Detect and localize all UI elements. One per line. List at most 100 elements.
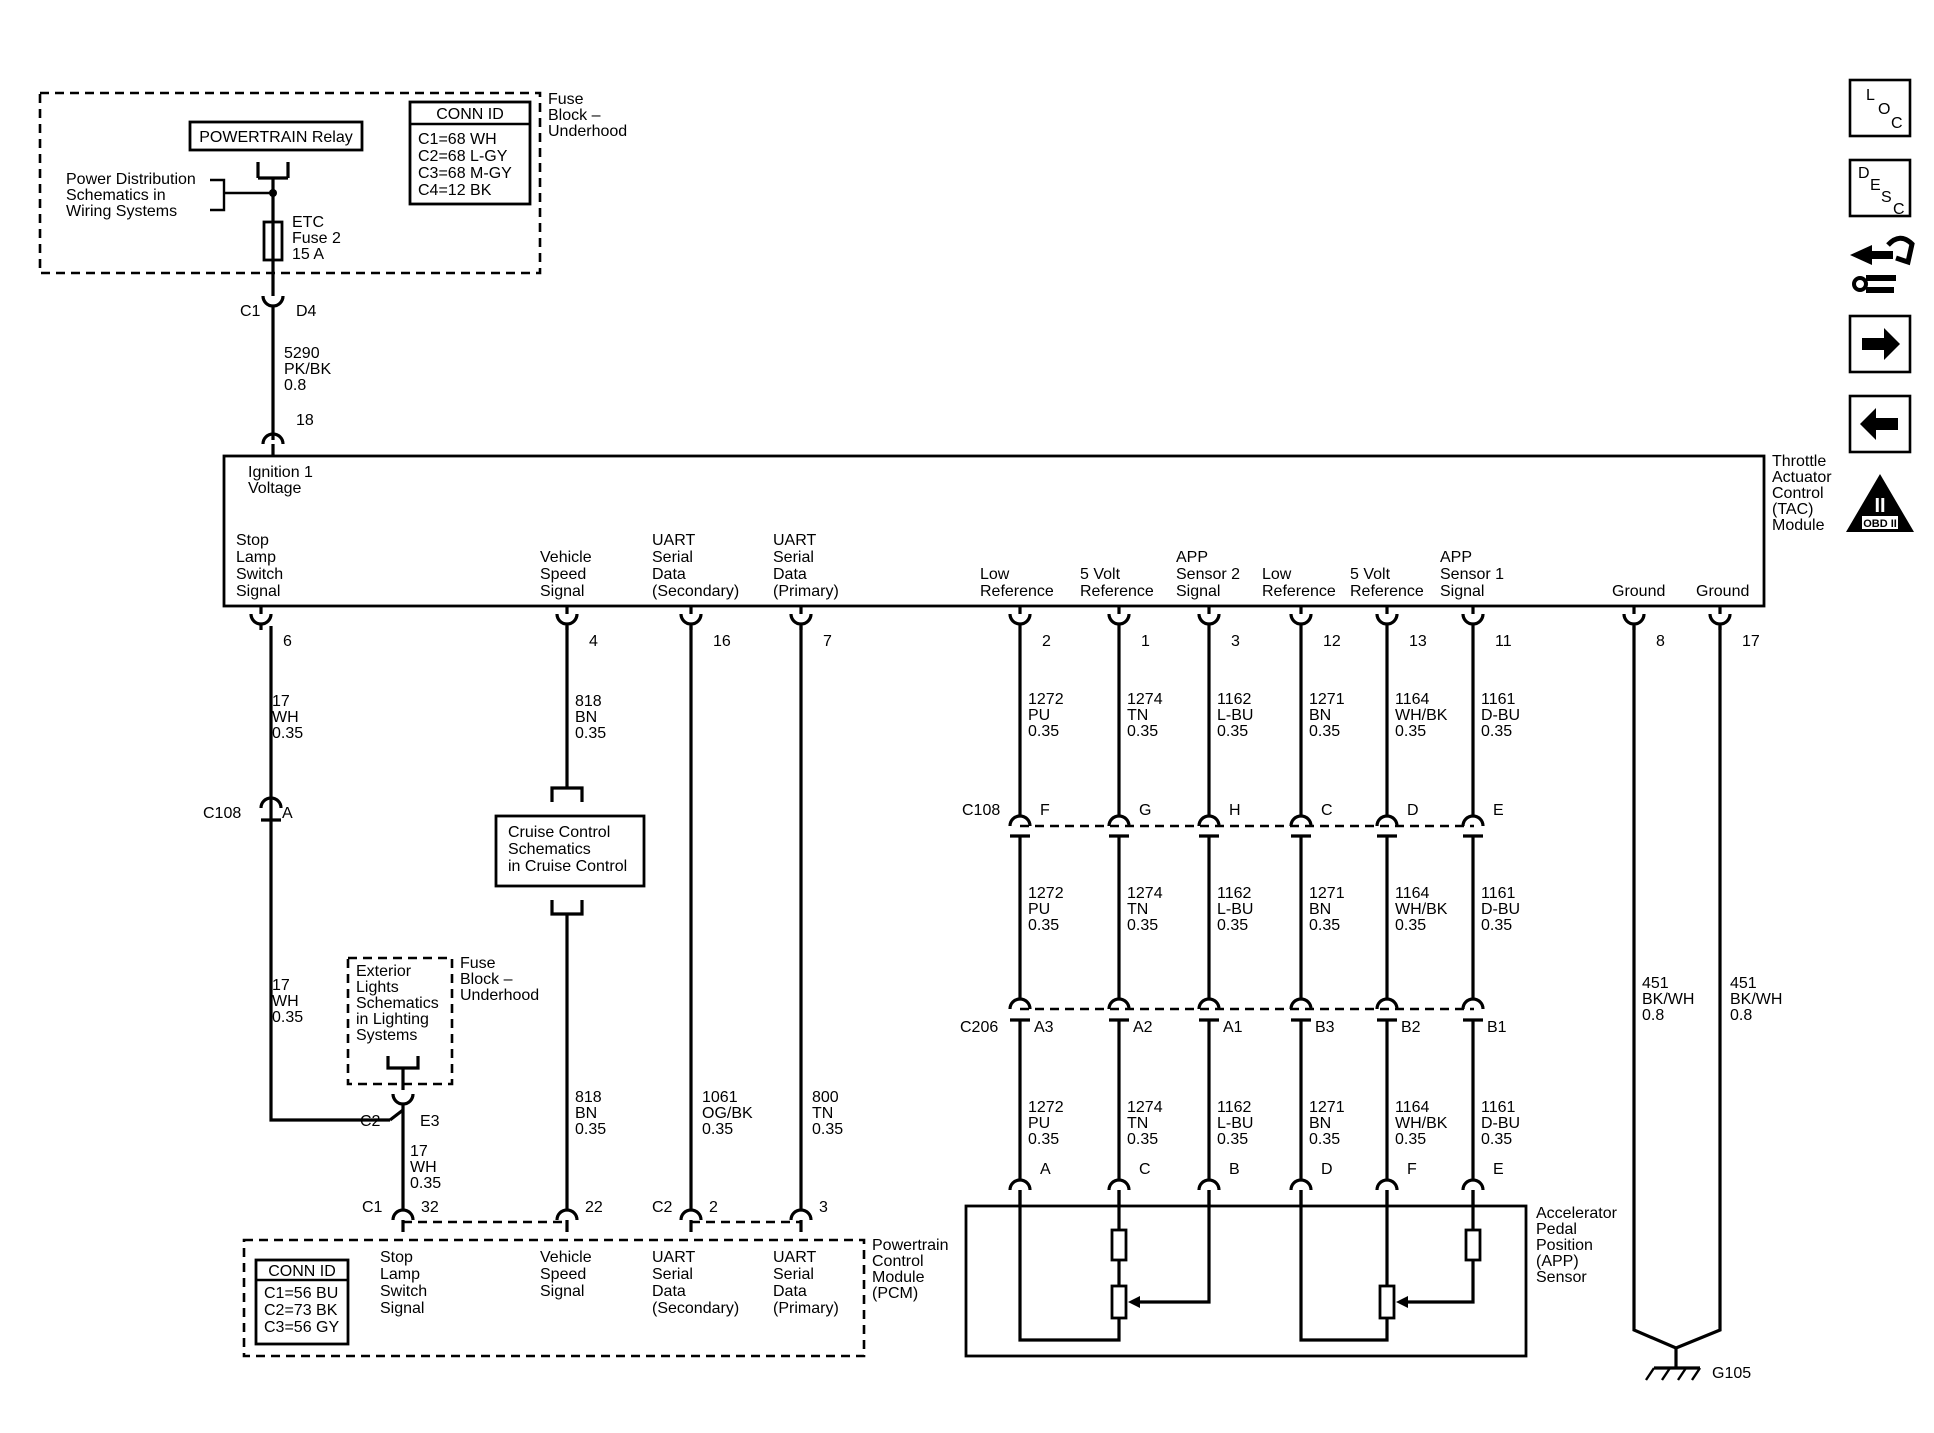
pcm-pin-number-3: 3: [819, 1199, 828, 1216]
c108-pin-D: D: [1407, 802, 1419, 819]
conn-id-list-top: C1=68 WH C2=68 L-GY C3=68 M-GY C4=12 BK: [418, 131, 516, 199]
tac-terminal-6: [249, 613, 273, 626]
powertrain-relay-label: POWERTRAIN Relay: [199, 129, 353, 146]
c108-terminal-F: [1008, 814, 1032, 827]
repair-wrench-icon[interactable]: [1850, 235, 1915, 293]
c206-pin-B3: B3: [1315, 1019, 1335, 1036]
tac-terminal-2: [1008, 613, 1032, 626]
tac-terminal-label-17: Ground: [1696, 583, 1749, 600]
pcm-pin-number-2: 2: [709, 1199, 718, 1216]
pcm-conn-id-title: CONN ID: [268, 1263, 336, 1280]
tac-module-name: Throttle Actuator Control (TAC) Module: [1772, 453, 1836, 534]
stop-wire-1: 17 WH 0.35: [272, 693, 303, 742]
stop-wire-3: 17 WH 0.35: [410, 1143, 441, 1192]
sensor2-wiper-arrow: [1128, 1296, 1140, 1308]
pcm-c1-connector: C1: [362, 1199, 383, 1216]
svg-text:D: D: [1858, 165, 1870, 182]
c206-terminal-A1: [1197, 997, 1221, 1010]
c108-terminal-E: [1461, 814, 1485, 827]
tac-terminal-12: [1289, 613, 1313, 626]
svg-text:L: L: [1866, 87, 1875, 104]
loc-icon[interactable]: L O C: [1848, 78, 1912, 138]
feed-connector: C1: [240, 303, 261, 320]
tac-pin-16: 16: [713, 633, 731, 650]
cruise-control-box: [494, 814, 646, 888]
c108-terminal-H: [1197, 814, 1221, 827]
conn-id-list-pcm: C1=56 BU C2=73 BK C3=56 GY: [264, 1285, 343, 1336]
ground-circuit: 451 BK/WH 0.8 451 BK/WH 0.8 G105: [1632, 626, 1782, 1382]
stop-wire-2: 17 WH 0.35: [272, 977, 303, 1026]
c2-connector: C2: [360, 1113, 381, 1130]
tac-terminal-3: [1197, 613, 1221, 626]
tac-pin-13: 13: [1409, 633, 1427, 650]
pcm-pin-number-22: 22: [585, 1199, 603, 1216]
pcm-pin-32: [391, 1208, 415, 1221]
sensor2-potentiometer: [1110, 1284, 1128, 1320]
tac-module: Throttle Actuator Control (TAC) Module I…: [222, 453, 1836, 650]
c206-pin-B2: B2: [1401, 1019, 1421, 1036]
tac-terminal-label-8: Ground: [1612, 583, 1665, 600]
c206-terminal-A3: [1008, 997, 1032, 1010]
tac-terminal-4: [555, 613, 579, 626]
feed-wire-label: 5290 PK/BK 0.8: [284, 345, 336, 394]
exterior-lights-label: Exterior Lights Schematics in Lighting S…: [356, 963, 443, 1044]
tac-pin-8: 8: [1656, 633, 1665, 650]
obd-ii-icon[interactable]: II OBD II: [1846, 474, 1914, 532]
stop-lamp-circuit: 17 WH 0.35 C108 A 17 WH 0.35 Exterior Li…: [203, 626, 539, 1210]
tac-pin-12: 12: [1323, 633, 1341, 650]
c206-terminal-B1: [1461, 997, 1485, 1010]
tac-terminal-13: [1375, 613, 1399, 626]
exterior-fuse-block-label: Fuse Block – Underhood: [460, 955, 539, 1004]
sensor-terminal-E: [1461, 1178, 1485, 1191]
sensor1-potentiometer: [1378, 1284, 1396, 1320]
c206-pin-A2: A2: [1133, 1019, 1153, 1036]
etc-fuse-label: ETC Fuse 2 15 A: [292, 214, 345, 263]
tac-pin-11: 11: [1495, 633, 1512, 650]
pcm-c2-connector: C2: [652, 1199, 673, 1216]
ignition-voltage-label: Ignition 1 Voltage: [248, 464, 317, 497]
ignition-feed-circuit: C1 D4 5290 PK/BK 0.8 18: [240, 295, 336, 456]
tac-terminal-1: [1107, 613, 1131, 626]
vehicle-speed-circuit: 818 BN 0.35 Cruise Control Schematics in…: [494, 626, 646, 1210]
forward-arrow-icon[interactable]: [1848, 314, 1912, 374]
cruise-control-label: Cruise Control Schematics in Cruise Cont…: [508, 824, 627, 875]
desc-icon[interactable]: D E S C: [1848, 158, 1912, 218]
tac-pin-4: 4: [589, 633, 598, 650]
tac-terminal-16: [679, 613, 703, 626]
speed-wire-2: 818 BN 0.35: [575, 1089, 606, 1138]
powertrain-relay: [188, 120, 364, 152]
c108-terminal-C: [1289, 814, 1313, 827]
svg-text:OBD II: OBD II: [1863, 518, 1897, 530]
tac-terminal-11: [1461, 613, 1485, 626]
sensor-pin-B: B: [1229, 1161, 1240, 1178]
tac-pin-18: 18: [296, 412, 314, 429]
c206-connector: C206: [960, 1019, 998, 1036]
sensor-terminal-D: [1289, 1178, 1313, 1191]
fuse-block-label: Fuse Block – Underhood: [548, 91, 627, 140]
uart-circuits: 1061 OG/BK 0.35 800 TN 0.35: [689, 626, 843, 1210]
tac-pin-1: 1: [1141, 633, 1150, 650]
c206-terminal-A2: [1107, 997, 1131, 1010]
sensor1-resistor: [1464, 1228, 1482, 1262]
back-arrow-icon[interactable]: [1848, 394, 1912, 454]
c206-pin-A3: A3: [1034, 1019, 1054, 1036]
sensor-pin-C: C: [1139, 1161, 1151, 1178]
